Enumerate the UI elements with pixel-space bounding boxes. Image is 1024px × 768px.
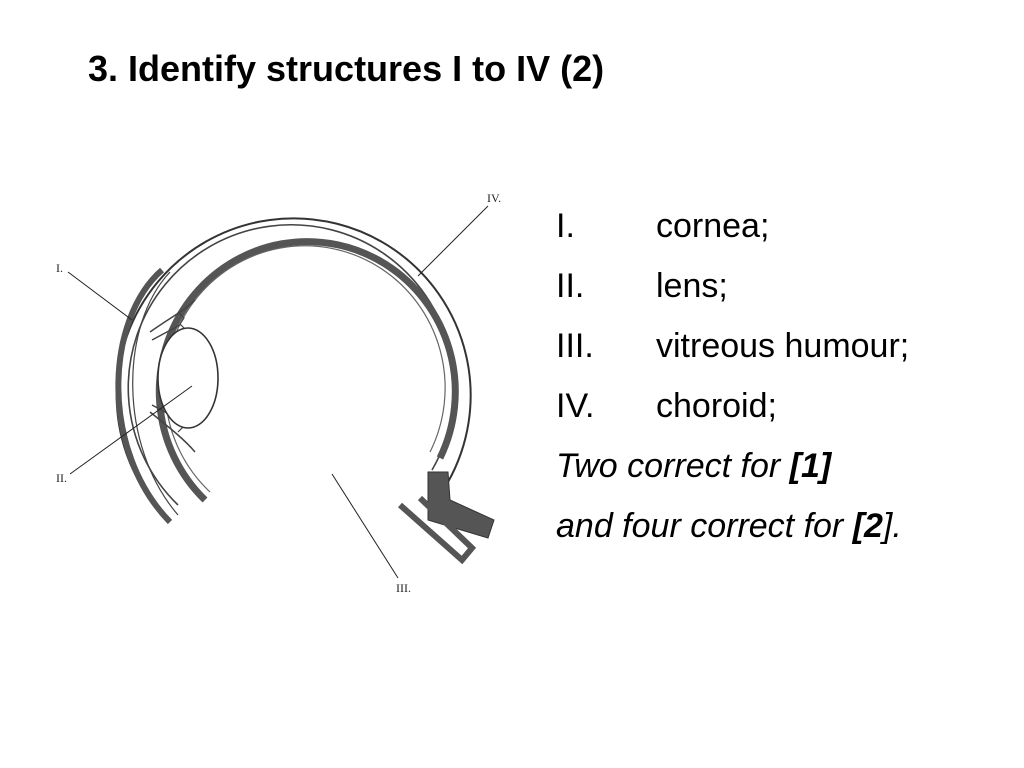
- answer-text: choroid;: [656, 387, 777, 425]
- answer-row: I. cornea;: [556, 196, 1016, 256]
- label-i: I.: [56, 261, 63, 275]
- optic-nerve-lower: [398, 495, 477, 565]
- scoring-end: ].: [882, 507, 902, 545]
- cornea-inner: [132, 271, 179, 516]
- label-line-iv: [417, 205, 489, 277]
- iris-upper: [149, 299, 196, 341]
- scoring-text: Two correct for: [556, 447, 790, 485]
- slide-title: 3. Identify structures I to IV (2): [88, 48, 605, 89]
- answer-numeral: II.: [556, 267, 585, 305]
- label-ii: II.: [56, 471, 67, 485]
- answer-row: II. lens;: [556, 256, 1016, 316]
- answer-row: IV. choroid;: [556, 376, 1016, 436]
- scoring-note-2: and four correct for [2].: [556, 496, 1016, 556]
- answer-text: lens;: [656, 267, 728, 305]
- answer-text: cornea;: [656, 207, 770, 245]
- answer-list: I. cornea; II. lens; III. vitreous humou…: [556, 196, 1016, 556]
- label-line-i: [67, 271, 133, 321]
- answer-text: vitreous humour;: [656, 327, 910, 365]
- scoring-mark: [2: [852, 507, 883, 545]
- scoring-note-1: Two correct for [1]: [556, 436, 1016, 496]
- label-iii: III.: [396, 581, 411, 595]
- lens-shape: [157, 327, 219, 429]
- scoring-mark: [1]: [789, 447, 832, 485]
- answer-numeral: IV.: [556, 387, 595, 425]
- cornea-shape: [115, 267, 173, 525]
- label-line-iii: [331, 473, 399, 579]
- optic-nerve-dark: [427, 471, 495, 539]
- label-line-ii: [69, 385, 193, 475]
- answer-row: III. vitreous humour;: [556, 316, 1016, 376]
- scoring-text: and four correct for: [556, 507, 853, 545]
- label-iv: IV.: [487, 191, 501, 205]
- answer-numeral: I.: [556, 207, 575, 245]
- answer-numeral: III.: [556, 327, 594, 365]
